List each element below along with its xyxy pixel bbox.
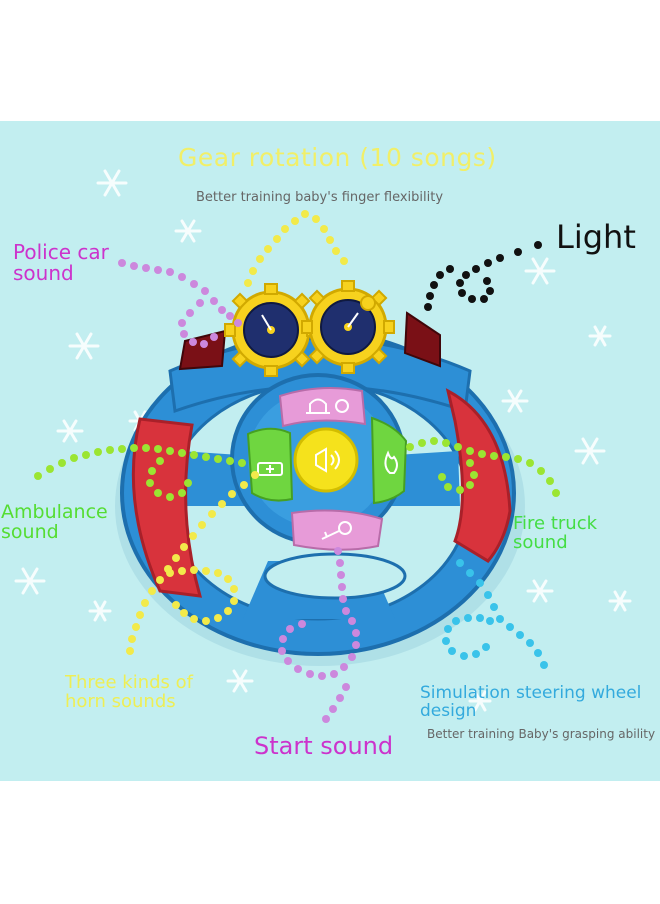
ambulance-button [246, 427, 294, 502]
ambulance-icon [257, 462, 283, 476]
purple-dot-trail [118, 259, 360, 723]
fire-truck-label: Fire truck sound [513, 513, 598, 553]
right-gear [301, 280, 395, 374]
simulation-subtitle: Better training Baby's grasping ability [427, 727, 656, 741]
start-key-button [290, 509, 384, 551]
fire-icon [384, 450, 398, 474]
right-indicator-light [403, 311, 441, 368]
black-dot-trail [424, 241, 542, 311]
fire-truck-button [370, 416, 408, 505]
horn-icon [315, 447, 340, 473]
simulation-label: Simulation steering wheel design [420, 683, 642, 721]
gear-rotation-label: Gear rotation (10 songs) [178, 143, 497, 172]
blue-dot-trail [442, 559, 548, 669]
yellow-dot-trail [126, 210, 348, 655]
start-sound-label: Start sound [254, 732, 394, 760]
left-grip [131, 417, 203, 598]
snowflake-icon [14, 169, 632, 712]
left-gear [224, 283, 318, 377]
product-image: Gear rotation (10 songs) Better training… [0, 121, 660, 781]
steering-wheel-toy-illustration [14, 169, 632, 723]
ambulance-label: Ambulance sound [1, 501, 108, 543]
police-car-label: Police car sound [13, 240, 109, 285]
right-grip [445, 388, 512, 563]
horn-sounds-label: Three kinds of horn sounds [65, 672, 193, 712]
green-dot-trail [34, 437, 560, 501]
siren-icon [306, 398, 349, 414]
key-icon [321, 521, 352, 540]
gear-rotation-subtitle: Better training baby's finger flexibilit… [196, 190, 444, 205]
police-siren-button [278, 386, 367, 428]
light-label: Light [556, 218, 636, 256]
horn-button [293, 427, 359, 493]
